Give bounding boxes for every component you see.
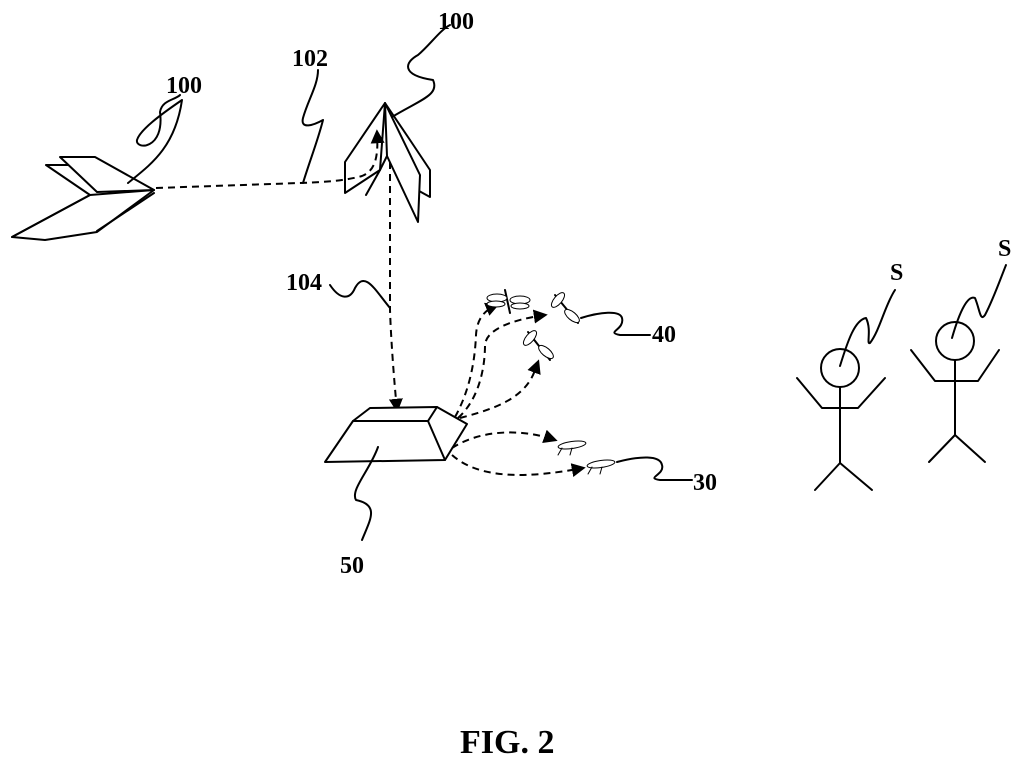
drone-left bbox=[11, 156, 155, 241]
label-30: 30 bbox=[693, 470, 717, 496]
leader-40 bbox=[580, 311, 651, 336]
label-s2: S bbox=[998, 236, 1011, 262]
leader-drone-left bbox=[127, 94, 183, 184]
path-ant-1 bbox=[451, 429, 558, 449]
label-40: 40 bbox=[652, 322, 676, 348]
leader-104 bbox=[329, 280, 391, 309]
leader-drone-top bbox=[391, 24, 451, 118]
leader-50 bbox=[353, 446, 379, 541]
label-drone-left: 100 bbox=[166, 73, 202, 99]
label-50: 50 bbox=[340, 553, 364, 579]
container-50 bbox=[324, 406, 468, 463]
link-102 bbox=[155, 129, 385, 189]
figure-caption: FIG. 2 bbox=[460, 724, 554, 761]
label-104: 104 bbox=[286, 270, 322, 296]
leader-102 bbox=[301, 69, 324, 184]
path-insect-1 bbox=[454, 302, 500, 418]
drone-top bbox=[344, 102, 431, 223]
label-102: 102 bbox=[292, 46, 328, 72]
label-drone-top: 100 bbox=[438, 9, 474, 35]
dragonfly-1 bbox=[486, 289, 531, 314]
dragonfly-2 bbox=[550, 292, 580, 324]
subject-2 bbox=[910, 321, 1000, 463]
subject-1 bbox=[796, 348, 886, 491]
leader-s2 bbox=[951, 264, 1007, 339]
path-insect-2 bbox=[457, 309, 548, 419]
ant-2 bbox=[586, 459, 616, 475]
dragonfly-3 bbox=[522, 330, 554, 361]
leader-s1 bbox=[839, 289, 896, 367]
path-ant-2 bbox=[451, 454, 586, 477]
ant-1 bbox=[557, 440, 587, 456]
link-104 bbox=[388, 162, 403, 413]
path-insect-3 bbox=[459, 359, 541, 419]
label-s1: S bbox=[890, 260, 903, 286]
leader-30 bbox=[616, 456, 693, 481]
